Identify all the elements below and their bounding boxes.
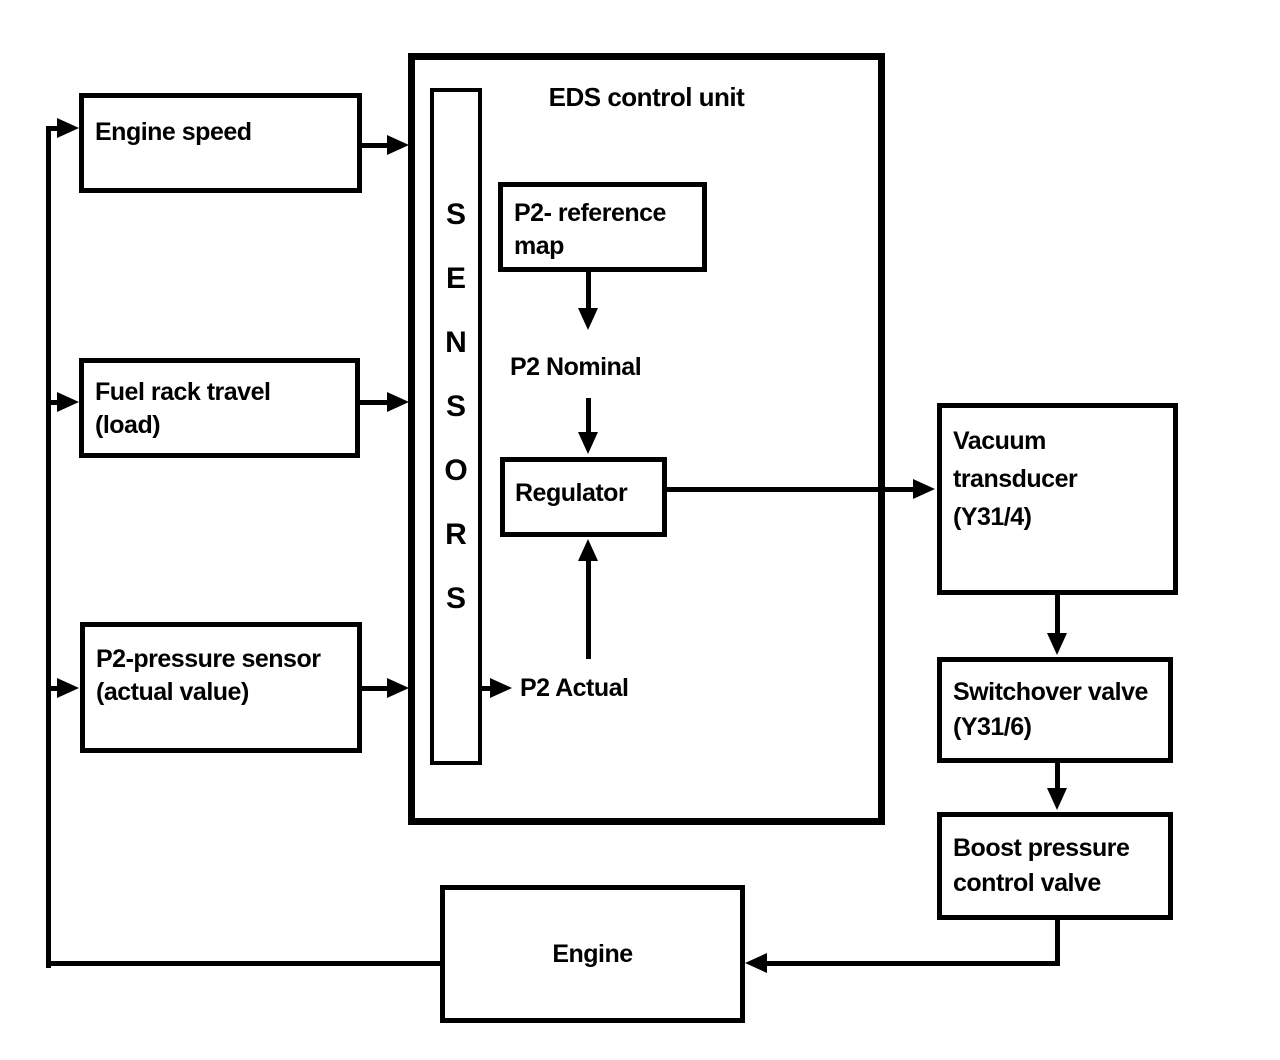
arrowhead-fuel-rack-to-eds [387,392,409,412]
connector-feedback-to-p2-sensor [46,686,58,691]
engine-box: Engine [440,885,745,1023]
connector-p2-sensor-to-eds [362,686,388,691]
connector-regulator-to-vacuum [667,487,915,492]
arrowhead-switchover-to-boost [1047,788,1067,810]
arrowhead-boost-to-engine [745,953,767,973]
connector-switchover-to-boost [1055,763,1060,791]
sensors-bar: SENSORS [430,88,482,765]
arrowhead-nominal-to-regulator [578,432,598,454]
p2-nominal-label: P2 Nominal [510,353,642,381]
connector-feedback-to-engine-speed [46,126,60,131]
connector-engine-speed-to-eds [362,143,388,148]
arrowhead-vacuum-to-switchover [1047,633,1067,655]
arrowhead-p2-sensor-to-eds [387,678,409,698]
connector-fuel-rack-to-eds [360,400,388,405]
connector-boost-down [1055,920,1060,966]
eds-control-unit-box [408,53,885,825]
sensors-vertical-label: SENSORS [444,197,468,615]
vacuum-transducer-box: Vacuum transducer (Y31/4) [937,403,1178,595]
switchover-valve-box: Switchover valve (Y31/6) [937,657,1173,763]
arrowhead-into-p2-sensor [57,678,79,698]
arrowhead-sensors-to-actual [490,678,512,698]
connector-refmap-to-nominal [586,272,591,310]
regulator-box: Regulator [500,457,667,537]
p2-pressure-sensor-box: P2-pressure sensor (actual value) [80,622,362,753]
boost-pressure-control-valve-box: Boost pressure control valve [937,812,1173,920]
feedback-line-left-vertical [46,126,51,968]
fuel-rack-travel-box: Fuel rack travel (load) [79,358,360,458]
eds-control-unit-title: EDS control unit [548,82,745,112]
arrowhead-regulator-to-vacuum [913,479,935,499]
p2-actual-label: P2 Actual [520,674,629,702]
connector-engine-to-feedback [48,961,440,966]
arrowhead-refmap-to-nominal [578,308,598,330]
arrowhead-into-fuel-rack [57,392,79,412]
arrowhead-engine-speed-to-eds [387,135,409,155]
arrowhead-actual-to-regulator [578,539,598,561]
arrowhead-into-engine-speed [57,118,79,138]
connector-feedback-to-fuel-rack [46,400,58,405]
engine-speed-box: Engine speed [79,93,362,193]
connector-vacuum-to-switchover [1055,595,1060,635]
connector-nominal-to-regulator [586,398,591,434]
connector-boost-to-engine [767,961,1060,966]
connector-sensors-to-actual [482,686,492,691]
connector-actual-to-regulator [586,559,591,659]
p2-reference-map-box: P2- reference map [498,182,707,272]
